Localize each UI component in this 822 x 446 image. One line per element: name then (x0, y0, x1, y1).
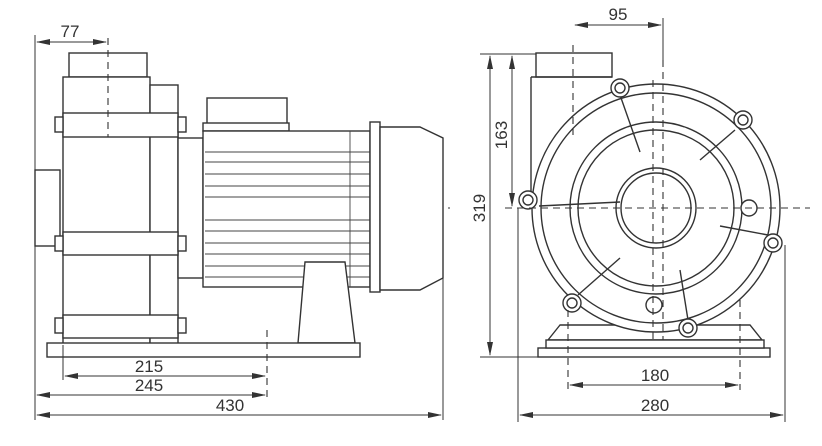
motor-body (202, 130, 371, 288)
motor-foot (297, 261, 356, 344)
dim-245: 245 (135, 376, 163, 395)
dim-319: 319 (470, 194, 489, 222)
dim-180: 180 (641, 366, 669, 385)
terminal-box-base (202, 122, 290, 132)
dim-280: 280 (641, 396, 669, 415)
clamp-bar-mid (62, 231, 179, 256)
clamp-bar-bottom (62, 314, 179, 339)
motor-flange (369, 121, 381, 293)
inlet-pipe (34, 169, 61, 247)
cooling-fins (205, 131, 370, 287)
fan-cover (379, 126, 444, 291)
front-base-plate (537, 347, 771, 358)
side-view: 77 215 245 430 (34, 22, 450, 420)
adapter (177, 137, 204, 279)
base-plate (46, 342, 361, 358)
ribs (538, 94, 769, 321)
dim-430: 430 (216, 396, 244, 415)
clamp-bar-top (62, 112, 179, 138)
dim-215: 215 (135, 357, 163, 376)
terminal-box (206, 97, 288, 125)
dim-163: 163 (492, 121, 511, 149)
dim-95: 95 (609, 5, 628, 24)
front-view: 95 163 319 180 280 (470, 5, 810, 422)
bolt-holes (518, 78, 783, 338)
dim-77: 77 (61, 22, 80, 41)
outlet-pipe-front (535, 52, 613, 78)
bolt-heads (54, 116, 187, 334)
